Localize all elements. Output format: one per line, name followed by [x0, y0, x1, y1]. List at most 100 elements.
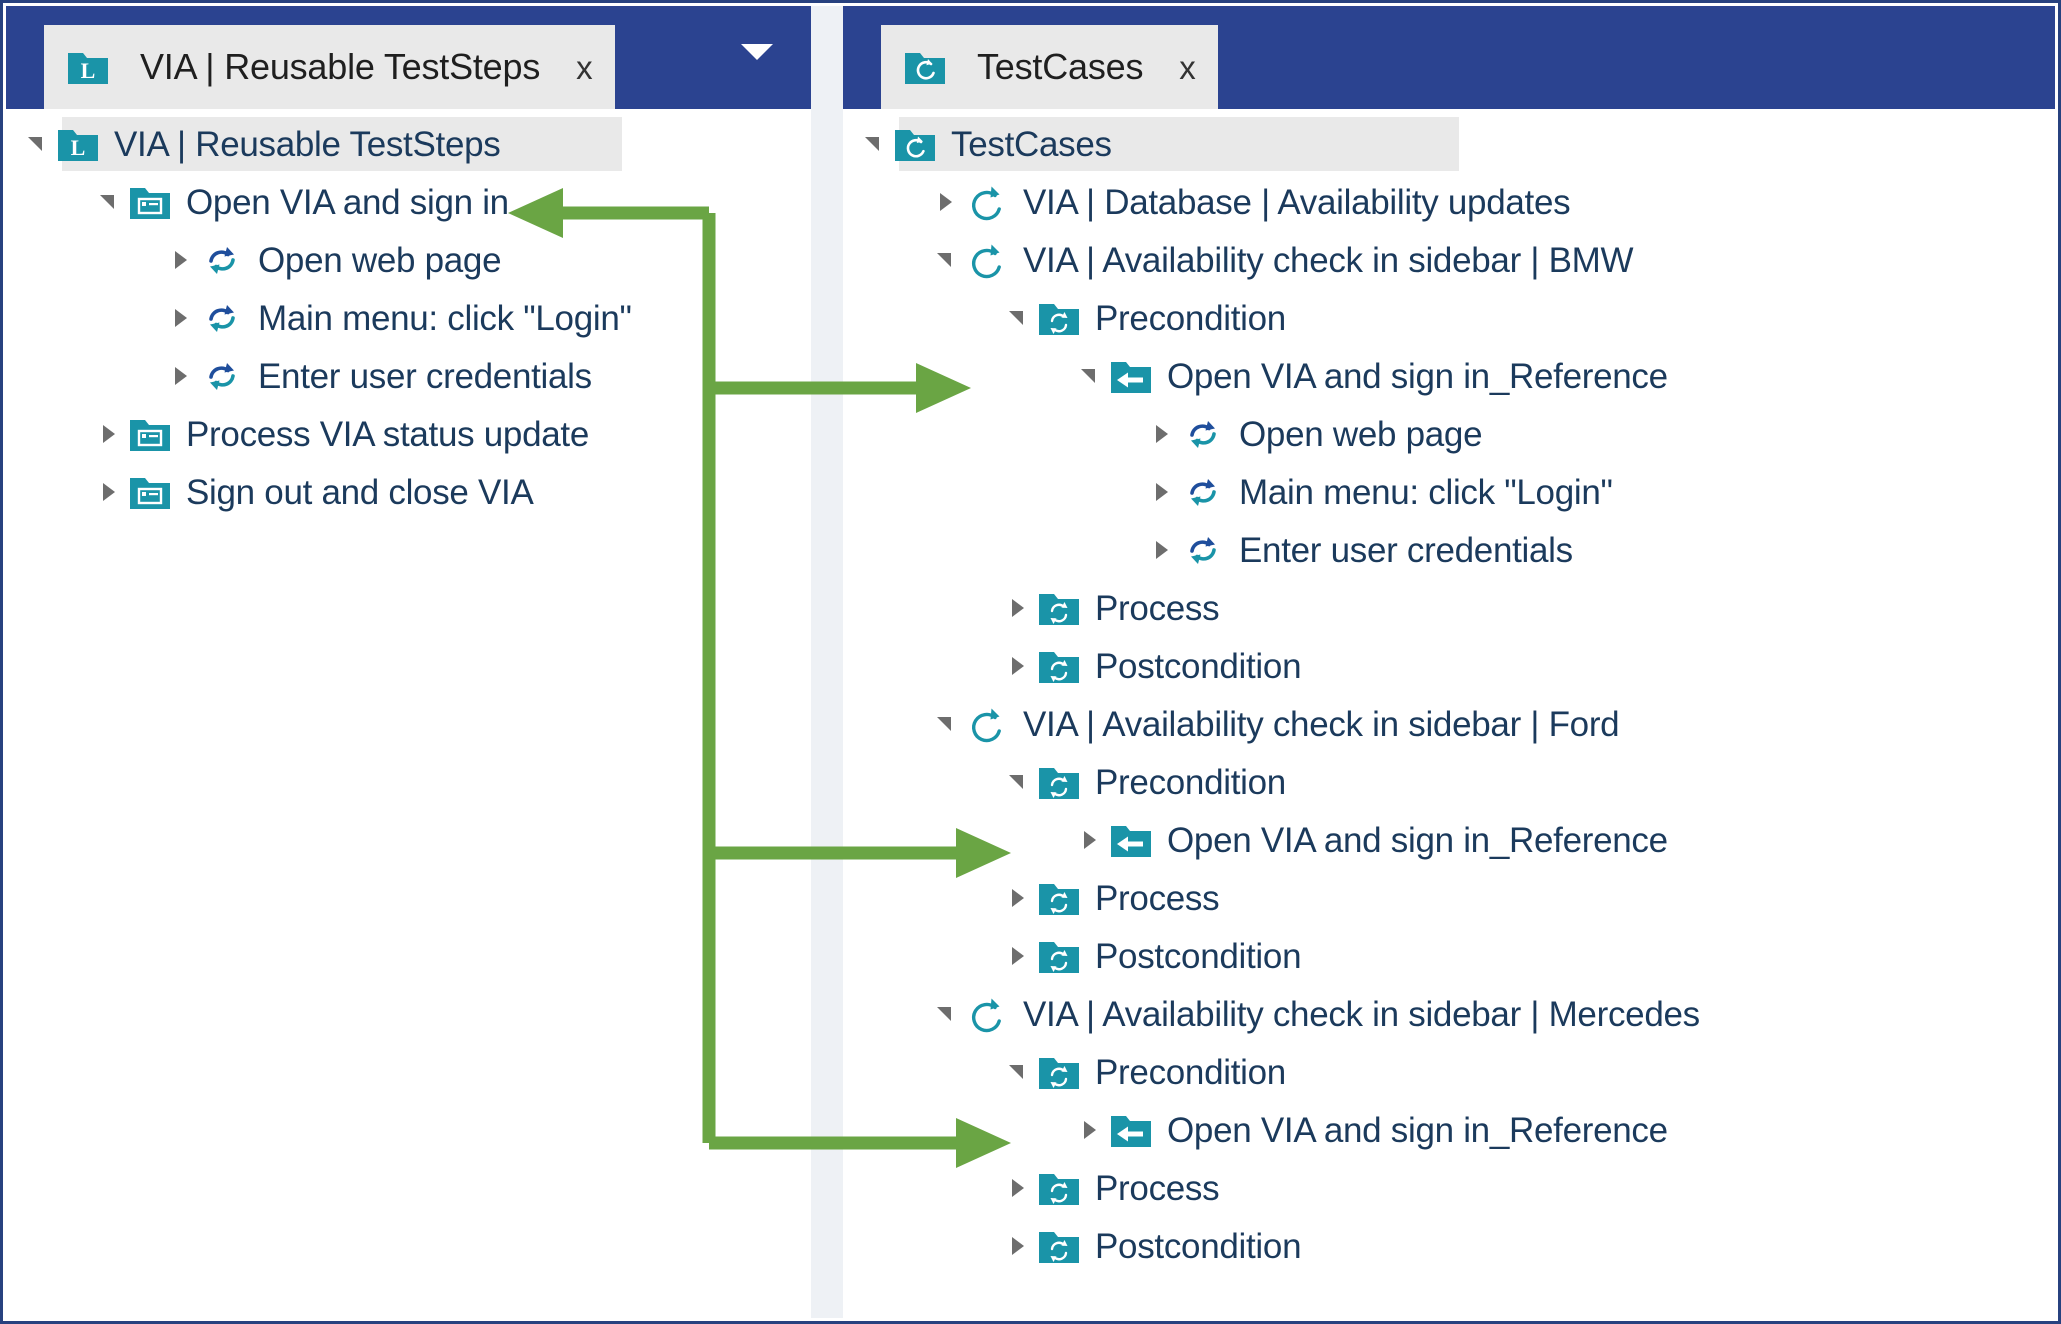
expander-expand-icon[interactable] [999, 579, 1037, 637]
tree-row[interactable]: Open VIA and sign in [6, 173, 811, 231]
panel-divider [811, 6, 843, 1318]
tree-row[interactable]: Enter user credentials [6, 347, 811, 405]
teststep-sync-icon [200, 238, 244, 282]
expander-expand-icon[interactable] [1143, 405, 1181, 463]
tree-row[interactable]: Process [843, 1159, 2055, 1217]
tree-indent [843, 144, 855, 145]
tree-row[interactable]: Open VIA and sign in_Reference [843, 1101, 2055, 1159]
expander-collapse-icon[interactable] [999, 753, 1037, 811]
folder-sync-icon [1037, 1166, 1081, 1210]
reference-folder-icon [1109, 818, 1153, 862]
tree-row[interactable]: TestCases [843, 115, 2055, 173]
expander-expand-icon[interactable] [999, 869, 1037, 927]
tree-row[interactable]: Postcondition [843, 637, 2055, 695]
expander-collapse-icon[interactable] [927, 231, 965, 289]
tree-indent [843, 260, 927, 261]
tab-reusable-teststeps[interactable]: L VIA | Reusable TestSteps x [44, 25, 615, 109]
expander-collapse-icon[interactable] [18, 115, 56, 173]
expander-collapse-icon[interactable] [927, 985, 965, 1043]
svg-text:L: L [71, 135, 86, 160]
tree-indent [843, 898, 999, 899]
tree-row-label: Enter user credentials [258, 356, 592, 396]
expander-collapse-icon[interactable] [855, 115, 893, 173]
tree-row[interactable]: Precondition [843, 289, 2055, 347]
tree-row[interactable]: VIA | Database | Availability updates [843, 173, 2055, 231]
expander-expand-icon[interactable] [999, 1217, 1037, 1275]
expander-expand-icon[interactable] [999, 927, 1037, 985]
expander-expand-icon[interactable] [999, 1159, 1037, 1217]
teststep-folder-icon [128, 180, 172, 224]
tree-row-label: Process VIA status update [186, 414, 590, 454]
testcase-circle-icon [965, 702, 1009, 746]
tree-row[interactable]: Sign out and close VIA [6, 463, 811, 521]
teststep-sync-icon [1181, 528, 1225, 572]
tree-indent [843, 782, 999, 783]
expander-expand-icon[interactable] [1071, 811, 1109, 869]
tree-indent [843, 376, 1071, 377]
reference-folder-icon [1109, 1108, 1153, 1152]
expander-collapse-icon[interactable] [999, 1043, 1037, 1101]
expander-expand-icon[interactable] [1143, 521, 1181, 579]
tree-row[interactable]: Open web page [6, 231, 811, 289]
expander-collapse-icon[interactable] [90, 173, 128, 231]
tree-row[interactable]: VIA | Availability check in sidebar | BM… [843, 231, 2055, 289]
expander-expand-icon[interactable] [1143, 463, 1181, 521]
expander-expand-icon[interactable] [927, 173, 965, 231]
tree-row-label: Precondition [1095, 298, 1286, 338]
tab-label: VIA | Reusable TestSteps [140, 46, 541, 87]
tree-indent [843, 202, 927, 203]
tree-row[interactable]: Open VIA and sign in_Reference [843, 811, 2055, 869]
testcase-circle-icon [965, 180, 1009, 224]
tree-indent [843, 724, 927, 725]
tree-row[interactable]: Precondition [843, 753, 2055, 811]
tree-row[interactable]: Process [843, 869, 2055, 927]
tree-row[interactable]: Main menu: click "Login" [843, 463, 2055, 521]
chevron-down-icon[interactable] [741, 44, 773, 60]
expander-expand-icon[interactable] [162, 231, 200, 289]
tree-row[interactable]: Postcondition [843, 927, 2055, 985]
tree-row[interactable]: Precondition [843, 1043, 2055, 1101]
tree-row-label: Process [1095, 1168, 1220, 1208]
expander-expand-icon[interactable] [90, 463, 128, 521]
tree-row-label: Process [1095, 588, 1220, 628]
folder-sync-icon [1037, 760, 1081, 804]
teststep-folder-icon [128, 412, 172, 456]
tree-indent [843, 318, 999, 319]
close-icon[interactable]: x [576, 48, 593, 86]
expander-expand-icon[interactable] [162, 347, 200, 405]
tree-indent [843, 550, 1143, 551]
tree-row-label: Enter user credentials [1239, 530, 1573, 570]
tree-row-label: TestCases [951, 124, 1112, 164]
tree-row-label: Open VIA and sign in_Reference [1167, 820, 1668, 860]
tree-row[interactable]: Enter user credentials [843, 521, 2055, 579]
folder-sync-icon [1037, 296, 1081, 340]
tree-row[interactable]: Open web page [843, 405, 2055, 463]
tree-row-label: Sign out and close VIA [186, 472, 534, 512]
tab-testcases[interactable]: TestCases x [881, 25, 1218, 109]
tree-indent [843, 434, 1143, 435]
expander-expand-icon[interactable] [1071, 1101, 1109, 1159]
expander-collapse-icon[interactable] [999, 289, 1037, 347]
expander-expand-icon[interactable] [999, 637, 1037, 695]
tree-row-label: Precondition [1095, 1052, 1286, 1092]
tree-row[interactable]: VIA | Availability check in sidebar | Fo… [843, 695, 2055, 753]
tree-row-label: Open web page [258, 240, 502, 280]
tree-row[interactable]: Process VIA status update [6, 405, 811, 463]
close-icon[interactable]: x [1179, 48, 1196, 86]
tree-row[interactable]: Main menu: click "Login" [6, 289, 811, 347]
tree-row[interactable]: Open VIA and sign in_Reference [843, 347, 2055, 405]
tree-row[interactable]: Process [843, 579, 2055, 637]
teststep-sync-icon [200, 296, 244, 340]
library-folder-icon: L [56, 122, 100, 166]
expander-expand-icon[interactable] [162, 289, 200, 347]
tree-indent [843, 1130, 1071, 1131]
tree-indent [6, 260, 162, 261]
expander-collapse-icon[interactable] [1071, 347, 1109, 405]
expander-expand-icon[interactable] [90, 405, 128, 463]
tree-row[interactable]: Postcondition [843, 1217, 2055, 1275]
expander-collapse-icon[interactable] [927, 695, 965, 753]
tree-row-label: VIA | Availability check in sidebar | Fo… [1023, 704, 1620, 744]
tree-row[interactable]: VIA | Availability check in sidebar | Me… [843, 985, 2055, 1043]
